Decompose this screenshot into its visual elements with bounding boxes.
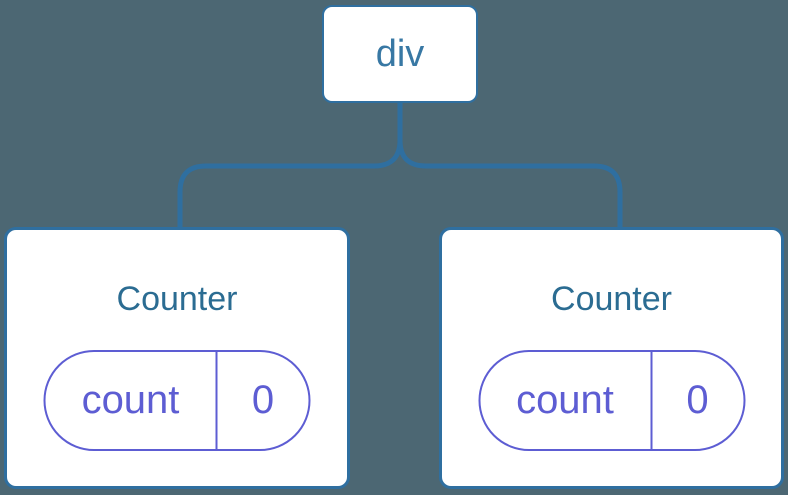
- state-value: 0: [251, 378, 275, 422]
- root-node-label: div: [375, 32, 425, 75]
- component-card-right: Counter count 0: [439, 227, 784, 489]
- state-value: 0: [686, 378, 709, 422]
- component-card-left: Counter count 0: [4, 227, 350, 489]
- state-pill-divider: [215, 352, 218, 449]
- state-key: count: [516, 378, 614, 422]
- component-title: Counter: [551, 280, 672, 318]
- state-pill: count 0: [43, 350, 311, 451]
- state-key: count: [81, 378, 180, 422]
- root-node-div: div: [322, 5, 478, 103]
- state-pill: count 0: [478, 350, 745, 451]
- connector-left-branch: [177, 100, 403, 229]
- connector-right-branch: [397, 100, 623, 229]
- component-title: Counter: [116, 280, 238, 318]
- state-pill-divider: [650, 352, 652, 449]
